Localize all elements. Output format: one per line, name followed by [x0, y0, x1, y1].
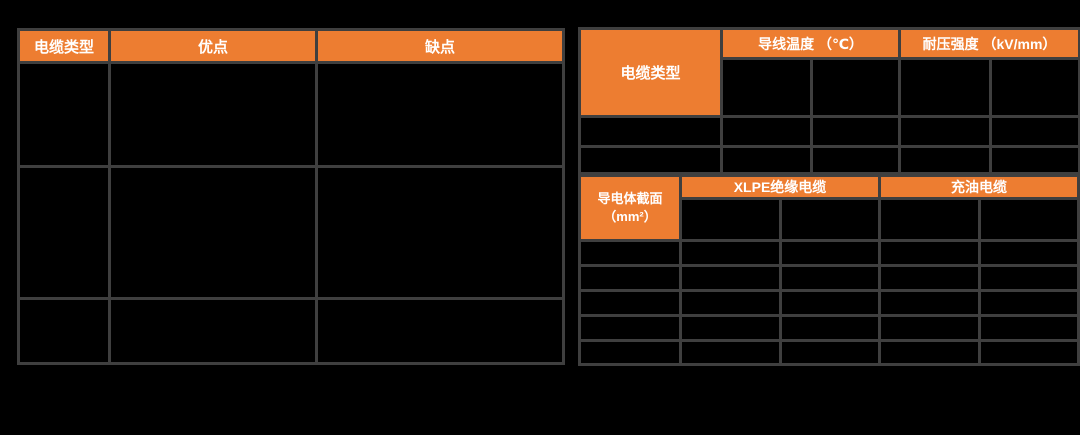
empty-sub-header — [679, 197, 782, 242]
empty-cell — [17, 165, 111, 300]
empty-cell — [978, 314, 1080, 342]
empty-sub-header — [898, 57, 992, 118]
empty-cell — [679, 239, 782, 267]
empty-cell — [578, 145, 723, 175]
empty-cell — [108, 297, 318, 365]
table-row — [578, 339, 1080, 366]
table-row — [578, 239, 1080, 267]
empty-cell — [17, 61, 111, 168]
empty-cell — [108, 165, 318, 300]
empty-sub-header — [989, 57, 1080, 118]
empty-cell — [679, 264, 782, 292]
empty-cell — [679, 339, 782, 366]
empty-cell — [898, 145, 992, 175]
table-row — [17, 61, 565, 168]
group-header-row: 电缆类型 导线温度 （℃） 耐压强度 （kV/mm） — [578, 27, 1080, 118]
empty-cell — [315, 297, 565, 365]
empty-cell — [578, 264, 682, 292]
header-withstand-voltage: 耐压强度 （kV/mm） — [898, 27, 1080, 60]
empty-cell — [108, 61, 318, 168]
empty-cell — [778, 289, 882, 317]
empty-cell — [878, 314, 982, 342]
empty-sub-header — [778, 197, 882, 242]
empty-sub-header — [878, 197, 982, 242]
table-row — [578, 264, 1080, 292]
empty-cell — [989, 145, 1080, 175]
empty-cell — [978, 339, 1080, 366]
header-disadvantages: 缺点 — [315, 28, 565, 64]
empty-sub-header — [978, 197, 1080, 242]
header-line-2: （mm²） — [603, 209, 657, 224]
empty-cell — [989, 115, 1080, 148]
empty-cell — [679, 314, 782, 342]
conductor-section-table: 导电体截面 （mm²） XLPE绝缘电缆 充油电缆 — [578, 174, 1080, 366]
header-conductor-temperature: 导线温度 （℃） — [720, 27, 901, 60]
table-row — [578, 289, 1080, 317]
header-cable-type: 电缆类型 — [17, 28, 111, 64]
empty-cell — [878, 339, 982, 366]
empty-cell — [720, 145, 813, 175]
empty-cell — [315, 165, 565, 300]
header-row: 电缆类型 优点 缺点 — [17, 28, 565, 64]
empty-cell — [978, 239, 1080, 267]
empty-cell — [978, 289, 1080, 317]
header-xlpe-cable: XLPE绝缘电缆 — [678, 174, 882, 200]
empty-cell — [315, 61, 565, 168]
empty-cell — [778, 339, 882, 366]
empty-cell — [720, 115, 813, 148]
empty-cell — [878, 289, 982, 317]
empty-cell — [17, 297, 111, 365]
empty-cell — [778, 314, 882, 342]
table-row — [578, 115, 1080, 148]
empty-cell — [578, 115, 723, 148]
empty-cell — [679, 289, 782, 317]
empty-cell — [578, 314, 682, 342]
advantages-disadvantages-table: 电缆类型 优点 缺点 — [17, 28, 565, 365]
header-conductor-cross-section: 导电体截面 （mm²） — [578, 174, 682, 242]
empty-cell — [878, 239, 982, 267]
table-row — [578, 314, 1080, 342]
empty-cell — [810, 145, 901, 175]
empty-cell — [778, 264, 882, 292]
header-oil-filled-cable: 充油电缆 — [878, 174, 1080, 200]
table-row — [17, 297, 565, 365]
sub-header-row — [580, 57, 1080, 118]
empty-cell — [578, 289, 682, 317]
header-cable-type: 电缆类型 — [578, 27, 723, 118]
sub-header-row — [580, 197, 1080, 242]
empty-cell — [778, 239, 882, 267]
empty-cell — [578, 339, 682, 366]
group-header-row: 导电体截面 （mm²） XLPE绝缘电缆 充油电缆 — [578, 174, 1080, 242]
empty-sub-header — [720, 57, 813, 118]
table-row — [578, 145, 1080, 175]
empty-sub-header — [810, 57, 901, 118]
header-line-1: 导电体截面 — [597, 191, 663, 207]
empty-cell — [978, 264, 1080, 292]
empty-cell — [898, 115, 992, 148]
empty-cell — [578, 239, 682, 267]
table-row — [17, 165, 565, 300]
temperature-voltage-table: 电缆类型 导线温度 （℃） 耐压强度 （kV/mm） — [578, 27, 1080, 175]
empty-cell — [810, 115, 901, 148]
empty-cell — [878, 264, 982, 292]
header-advantages: 优点 — [108, 28, 318, 64]
